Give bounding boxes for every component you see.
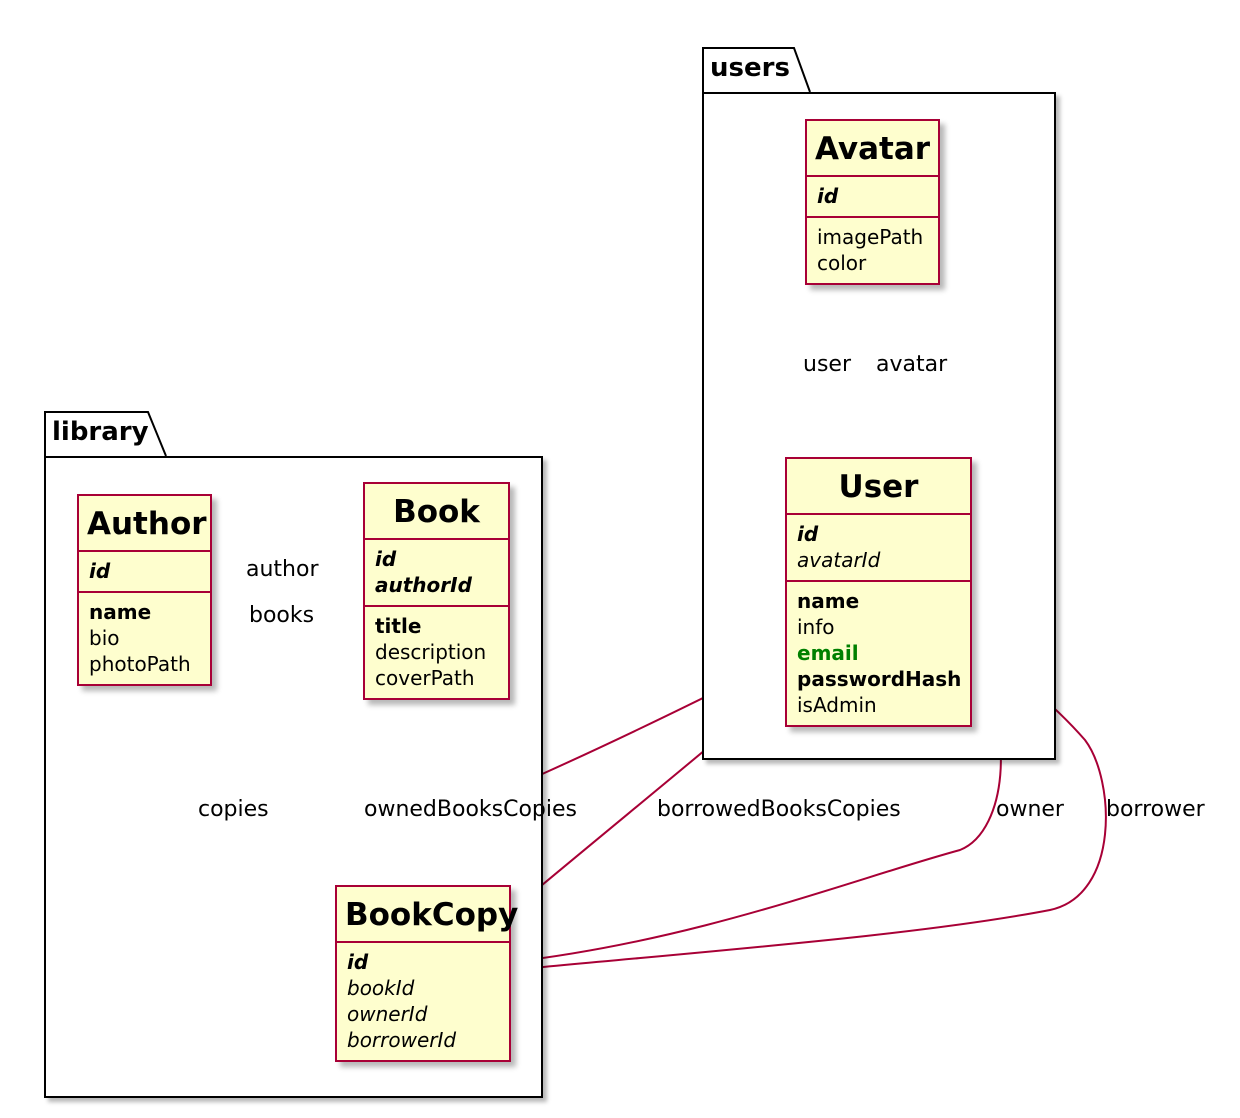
label-avatar: avatar [876,352,948,377]
class-name: Avatar [815,131,931,167]
label-author: author [246,557,319,582]
folder-tab-shape [44,411,167,457]
label-borrowed-books-copies: borrowedBooksCopies [657,797,901,822]
label-copies: copies [198,797,269,822]
key-field: bookId [347,976,415,1000]
package-library-title: library [52,417,149,447]
label-owner: owner [996,797,1064,822]
key-section: id [807,175,938,216]
attribute-field: name [797,589,860,613]
class-name: Author [87,506,207,542]
key-field: id [375,547,397,571]
key-field: authorId [375,573,472,597]
attribute-field: info [797,615,835,639]
attribute-field: bio [89,626,120,650]
attribute-field: name [89,600,152,624]
key-field: id [797,522,819,546]
attribute-field: email [797,641,859,665]
key-field: id [89,559,111,583]
package-library-tab: library [44,411,168,457]
attribute-field: passwordHash [797,667,962,691]
key-field: id [347,950,369,974]
attribute-field: color [817,251,867,275]
class-name: User [838,469,919,505]
attribute-field: title [375,614,422,638]
attribute-field: imagePath [817,225,924,249]
class-name: Book [393,494,480,530]
folder-tab-shape [702,47,811,93]
package-users-tab: users [702,47,812,93]
attribute-field: isAdmin [797,693,877,717]
key-field: ownerId [347,1002,428,1026]
attribute-field: coverPath [375,666,475,690]
key-field: id [817,184,839,208]
label-books: books [249,603,315,628]
label-user: user [803,352,851,377]
label-owned-books-copies: ownedBooksCopies [364,797,578,822]
attribute-field: photoPath [89,652,191,676]
key-section: id [79,550,210,591]
key-field: borrowerId [347,1028,457,1052]
attribute-field: description [375,640,487,664]
label-borrower: borrower [1106,797,1205,822]
key-field: avatarId [797,548,881,572]
class-name: BookCopy [345,897,519,933]
package-users-title: users [710,53,790,83]
